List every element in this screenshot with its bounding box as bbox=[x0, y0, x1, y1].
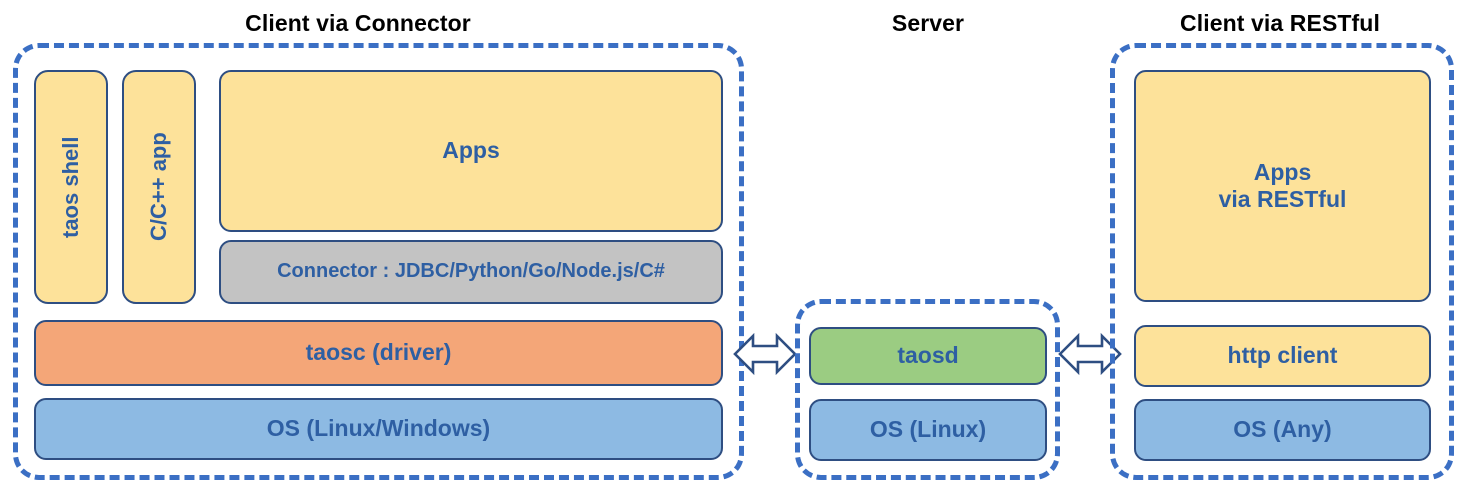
box-c-cpp-app[interactable]: C/C++ app bbox=[122, 70, 196, 304]
box-apps-connector[interactable]: Apps bbox=[219, 70, 723, 232]
box-c-cpp-app-label: C/C++ app bbox=[146, 132, 172, 242]
box-os-any-label: OS (Any) bbox=[1233, 416, 1332, 443]
section-title-client-connector: Client via Connector bbox=[245, 10, 471, 36]
group-client-via-restful bbox=[1110, 43, 1454, 480]
box-os-linux[interactable]: OS (Linux) bbox=[809, 399, 1047, 461]
box-apps-via-restful[interactable]: Apps via RESTful bbox=[1134, 70, 1431, 302]
box-os-linux-windows-label: OS (Linux/Windows) bbox=[266, 415, 491, 442]
box-taos-shell-label: taos shell bbox=[58, 136, 84, 238]
box-os-any[interactable]: OS (Any) bbox=[1134, 399, 1431, 461]
box-connector[interactable]: Connector : JDBC/Python/Go/Node.js/C# bbox=[219, 240, 723, 304]
group-client-via-connector bbox=[13, 43, 744, 480]
box-taosc-driver-label: taosc (driver) bbox=[305, 339, 452, 366]
box-os-linux-label: OS (Linux) bbox=[869, 416, 987, 443]
group-server bbox=[795, 299, 1060, 480]
section-title-client-restful: Client via RESTful bbox=[1180, 10, 1380, 36]
arrow-server-to-client-restful bbox=[1058, 330, 1122, 378]
box-connector-label: Connector : JDBC/Python/Go/Node.js/C# bbox=[277, 260, 665, 283]
box-apps-connector-label: Apps bbox=[442, 137, 500, 164]
section-title-server: Server bbox=[891, 10, 965, 36]
box-http-client[interactable]: http client bbox=[1134, 325, 1431, 387]
arrow-client-connector-to-server bbox=[733, 330, 797, 378]
box-taosd-label: taosd bbox=[897, 342, 959, 369]
box-taosd[interactable]: taosd bbox=[809, 327, 1047, 385]
box-taos-shell[interactable]: taos shell bbox=[34, 70, 108, 304]
box-taosc-driver[interactable]: taosc (driver) bbox=[34, 320, 723, 386]
box-apps-via-restful-label: Apps via RESTful bbox=[1218, 158, 1347, 212]
box-http-client-label: http client bbox=[1227, 342, 1338, 369]
box-os-linux-windows[interactable]: OS (Linux/Windows) bbox=[34, 398, 723, 460]
